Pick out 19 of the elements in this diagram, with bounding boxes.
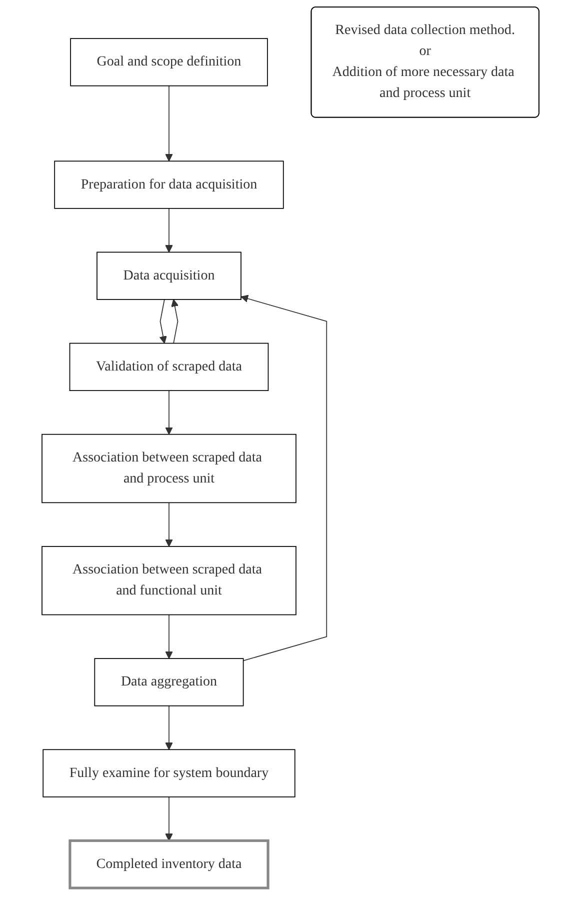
node-box: Validation of scraped data: [69, 342, 269, 391]
node-box: Completed inventory data: [68, 839, 270, 890]
arrow: [165, 85, 173, 162]
arrow: [171, 299, 179, 344]
arrow: [165, 390, 173, 435]
arrow: [240, 294, 328, 662]
arrow: [165, 705, 173, 750]
node-box: Fully examine for system boundary: [42, 749, 296, 798]
arrow: [159, 299, 167, 344]
arrow: [165, 208, 173, 253]
node-box: Preparation for data acquisition: [54, 160, 284, 209]
arrow: [165, 614, 173, 659]
node-box: Goal and scope definition: [70, 38, 268, 86]
arrow: [165, 796, 173, 842]
node-box: Association between scraped data and functional unit: [42, 546, 296, 616]
arrow: [165, 502, 173, 547]
node-box: Data acquisition: [96, 252, 242, 300]
node-box: Data aggregation: [94, 658, 244, 706]
node-box: Association between scraped data and process unit: [42, 434, 296, 504]
